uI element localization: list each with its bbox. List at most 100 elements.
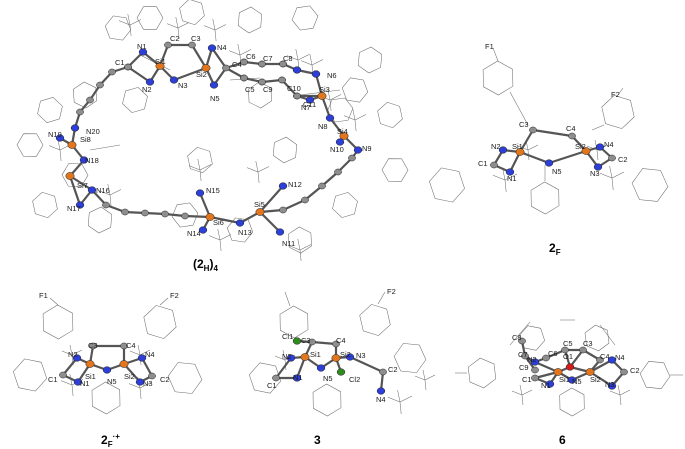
atom-n (376, 387, 386, 395)
phenyl-ring-wire (341, 77, 369, 103)
bond (68, 174, 94, 192)
atom-si (339, 132, 349, 140)
atom-label: N2 (142, 85, 152, 94)
atom-n (75, 201, 85, 209)
atom-c (531, 374, 539, 382)
atom-c (579, 346, 587, 354)
atom-label: N1 (293, 373, 303, 382)
atom-label: N2 (527, 355, 537, 364)
substituent-bond (139, 382, 152, 389)
atom-label: Si1 (512, 142, 523, 151)
atom-label: N7 (301, 103, 311, 112)
phenyl-ring-wire (42, 304, 74, 340)
substituent-bond (354, 119, 357, 132)
phenyl-ring-wire (467, 357, 497, 389)
atom-label: N2 (282, 352, 292, 361)
atom-label: C5 (563, 339, 573, 348)
substituent-bond (274, 355, 286, 361)
atom-n (79, 156, 89, 164)
atom-label: C9 (263, 85, 273, 94)
atom-c (76, 108, 84, 116)
atom-c (89, 342, 97, 350)
caption-macrocycle: (2H)4 (193, 256, 218, 273)
substituent-bond (329, 94, 342, 101)
phenyl-ring-wire (288, 226, 312, 254)
substituent-bond (129, 19, 142, 26)
atom-label: C10 (287, 84, 301, 93)
atom-label: N5 (107, 377, 117, 386)
substituent-bond (208, 235, 221, 241)
atom-label: N16 (96, 186, 110, 195)
atom-label: N5 (323, 374, 333, 383)
atom-c (86, 96, 94, 104)
atom-label: N10 (330, 145, 344, 154)
atom-label: N8 (318, 122, 328, 131)
atom-label: C4 (336, 336, 346, 345)
phenyl-ring-wire (312, 383, 342, 417)
atom-si (205, 213, 215, 221)
substituent-bond (199, 164, 212, 171)
atom-cl (292, 337, 302, 345)
bond (518, 150, 551, 165)
atom-c (96, 81, 104, 89)
substituent-bond (49, 297, 59, 306)
atom-c (279, 60, 287, 68)
substituent-bond (591, 124, 605, 131)
substituent-bond (129, 350, 141, 356)
atom-label: C3 (191, 34, 201, 43)
atom-c (596, 356, 604, 364)
atom-label: C7 (263, 54, 273, 63)
substituent-bond (609, 165, 613, 179)
bond (320, 94, 332, 120)
atom-label: C7 (518, 350, 528, 359)
substituent-bond (617, 87, 624, 96)
atom-label: C5 (245, 85, 255, 94)
substituent-bond (297, 238, 301, 251)
atom-n (235, 219, 245, 227)
atom-n (102, 366, 112, 374)
caption-6: 6 (559, 432, 566, 448)
bond (281, 198, 307, 212)
substituent-bond (609, 390, 621, 396)
atom-label: Si8 (80, 135, 91, 144)
atom-label: C6 (246, 52, 256, 61)
atom-label: C1 (115, 58, 125, 67)
atom-c (301, 196, 309, 204)
substituent-bond (399, 395, 413, 403)
atom-label: N4 (217, 43, 227, 52)
atom-c (258, 60, 266, 68)
substituent-bond (107, 183, 111, 196)
substituent-bond (177, 27, 180, 40)
atom-n (545, 380, 555, 388)
substituent-bond (212, 18, 216, 31)
atom-si (585, 368, 595, 376)
atom-n (70, 124, 80, 132)
substituent-bond (295, 48, 299, 61)
substituent-bond (71, 384, 74, 397)
atom-label: C2 (170, 34, 180, 43)
bond (547, 149, 588, 165)
phenyl-ring-wire (332, 192, 358, 218)
atom-n (311, 70, 321, 78)
substituent-bond (611, 171, 625, 179)
atom-c (608, 154, 616, 162)
substituent-bond (397, 389, 401, 403)
atom-c (379, 368, 387, 376)
substituent-bond (511, 390, 523, 396)
atom-label: C8 (283, 54, 293, 63)
atom-label: N12 (288, 180, 302, 189)
substituent-bond (59, 149, 62, 162)
bond (210, 46, 228, 70)
atom-label: Si1 (155, 57, 166, 66)
bond (126, 65, 152, 84)
atom-c (332, 340, 340, 348)
atom-label: C11 (303, 100, 317, 109)
atom-n (55, 134, 65, 142)
substituent-bond (286, 55, 299, 61)
phenyl-ring-wire (136, 6, 164, 30)
atom-c (258, 78, 266, 86)
atom-n (544, 159, 554, 167)
atom-label: Si2 (590, 375, 601, 384)
atom-label: N15 (206, 186, 220, 195)
substituent-bond (299, 249, 302, 262)
